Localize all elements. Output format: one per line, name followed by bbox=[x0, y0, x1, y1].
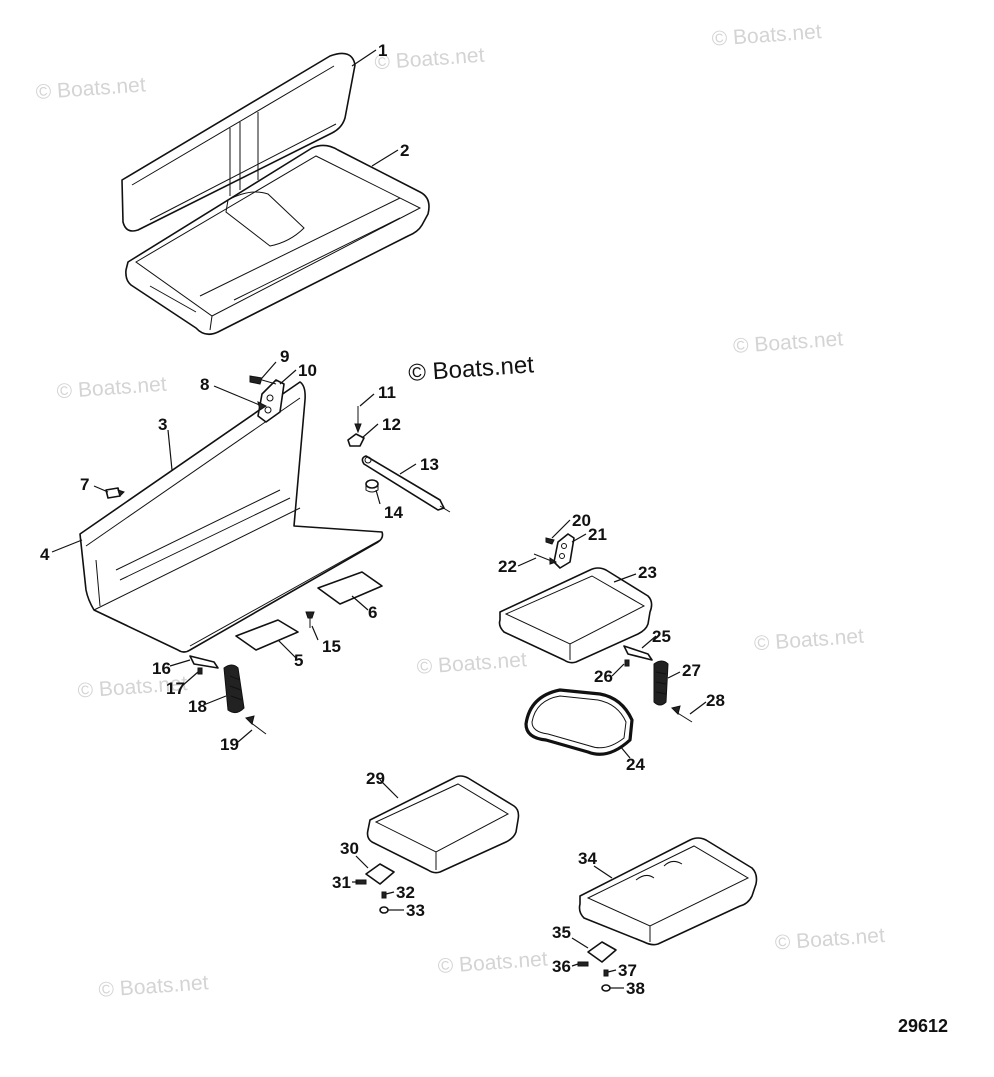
part-14-cap[interactable] bbox=[365, 479, 379, 493]
callout-38[interactable]: 38 bbox=[626, 979, 645, 998]
part-18-strap[interactable] bbox=[223, 664, 245, 714]
part-21-hinge[interactable] bbox=[553, 533, 575, 569]
callout-8[interactable]: 8 bbox=[200, 375, 209, 394]
part-5-pad[interactable] bbox=[235, 619, 299, 651]
part-37-washer[interactable] bbox=[603, 969, 609, 977]
callout-14[interactable]: 14 bbox=[384, 503, 403, 522]
part-9-screw[interactable] bbox=[249, 375, 277, 385]
callout-23[interactable]: 23 bbox=[638, 563, 657, 582]
callout-21[interactable]: 21 bbox=[588, 525, 607, 544]
callout-19[interactable]: 19 bbox=[220, 735, 239, 754]
part-19-fastener[interactable] bbox=[245, 715, 267, 735]
callout-7[interactable]: 7 bbox=[80, 475, 89, 494]
watermark: © Boats.net bbox=[711, 20, 823, 51]
callout-33[interactable]: 33 bbox=[406, 901, 425, 920]
watermark: © Boats.net bbox=[753, 625, 865, 656]
part-25-bracket[interactable] bbox=[623, 645, 653, 661]
diagram-code: 29612 bbox=[898, 1016, 948, 1036]
part-15-screw[interactable] bbox=[305, 611, 315, 628]
watermark: © Boats.net bbox=[437, 948, 549, 979]
part-11-pin[interactable] bbox=[354, 406, 362, 434]
callout-17[interactable]: 17 bbox=[166, 679, 185, 698]
callout-10[interactable]: 10 bbox=[298, 361, 317, 380]
callout-9[interactable]: 9 bbox=[280, 347, 289, 366]
callout-6[interactable]: 6 bbox=[368, 603, 377, 622]
part-6-pad[interactable] bbox=[317, 571, 383, 605]
callout-11[interactable]: 11 bbox=[378, 383, 396, 402]
part-20-screw[interactable] bbox=[545, 537, 555, 545]
part-28-fastener[interactable] bbox=[671, 705, 693, 723]
callout-35[interactable]: 35 bbox=[552, 923, 571, 942]
callout-4[interactable]: 4 bbox=[40, 545, 50, 564]
callout-20[interactable]: 20 bbox=[572, 511, 591, 530]
part-3-seat-base[interactable] bbox=[79, 381, 384, 653]
part-16-bracket[interactable] bbox=[189, 655, 219, 669]
part-29-cushion[interactable] bbox=[366, 775, 520, 874]
callout-25[interactable]: 25 bbox=[652, 627, 671, 646]
callout-2[interactable]: 2 bbox=[400, 141, 409, 160]
part-12-clip[interactable] bbox=[347, 433, 365, 447]
center-watermark: © Boats.net bbox=[407, 351, 535, 387]
watermark: © Boats.net bbox=[374, 44, 486, 75]
callout-12[interactable]: 12 bbox=[382, 415, 401, 434]
part-13-rod[interactable] bbox=[361, 455, 451, 513]
watermark: © Boats.net bbox=[774, 924, 886, 955]
callout-22[interactable]: 22 bbox=[498, 557, 517, 576]
watermark: © Boats.net bbox=[416, 648, 528, 679]
watermark: © Boats.net bbox=[35, 73, 147, 104]
callout-29[interactable]: 29 bbox=[366, 769, 385, 788]
callout-34[interactable]: 34 bbox=[578, 849, 597, 868]
watermark-layer: © Boats.net © Boats.net © Boats.net © Bo… bbox=[35, 20, 886, 1002]
part-27-strap[interactable] bbox=[653, 660, 669, 706]
part-1-seat-back[interactable] bbox=[121, 52, 356, 232]
part-17-screw[interactable] bbox=[197, 667, 203, 675]
callout-3[interactable]: 3 bbox=[158, 415, 167, 434]
callout-13[interactable]: 13 bbox=[420, 455, 439, 474]
callout-26[interactable]: 26 bbox=[594, 667, 613, 686]
callout-24[interactable]: 24 bbox=[626, 755, 645, 774]
part-38-nut[interactable] bbox=[601, 984, 611, 992]
part-10-hinge[interactable] bbox=[257, 379, 285, 423]
part-2-seat-cushion[interactable] bbox=[125, 144, 430, 336]
callout-15[interactable]: 15 bbox=[322, 637, 341, 656]
callout-30[interactable]: 30 bbox=[340, 839, 359, 858]
callout-1[interactable]: 1 bbox=[378, 41, 387, 60]
callout-27[interactable]: 27 bbox=[682, 661, 701, 680]
part-30-plate[interactable] bbox=[365, 863, 395, 885]
part-26-screw[interactable] bbox=[624, 659, 630, 667]
part-35-plate[interactable] bbox=[587, 941, 617, 963]
part-23-cushion[interactable] bbox=[498, 567, 653, 664]
part-34-cushion[interactable] bbox=[578, 837, 758, 946]
callout-32[interactable]: 32 bbox=[396, 883, 415, 902]
part-32-washer[interactable] bbox=[381, 891, 387, 899]
callout-36[interactable]: 36 bbox=[552, 957, 571, 976]
callout-16[interactable]: 16 bbox=[152, 659, 171, 678]
part-33-nut[interactable] bbox=[379, 906, 389, 914]
callout-18[interactable]: 18 bbox=[188, 697, 207, 716]
callout-37[interactable]: 37 bbox=[618, 961, 637, 980]
watermark: © Boats.net bbox=[98, 971, 210, 1002]
leader-lines bbox=[51, 49, 707, 989]
part-22-bolt[interactable] bbox=[533, 553, 558, 565]
part-8-bolt[interactable] bbox=[237, 395, 267, 411]
watermark: © Boats.net bbox=[732, 327, 844, 358]
callout-31[interactable]: 31 bbox=[332, 873, 351, 892]
part-7-screw[interactable] bbox=[105, 487, 125, 499]
part-36-screw[interactable] bbox=[577, 961, 589, 967]
callout-28[interactable]: 28 bbox=[706, 691, 725, 710]
part-24-gasket[interactable] bbox=[524, 688, 634, 756]
callout-numbers: 1 2 3 4 5 6 7 8 9 10 11 12 13 14 15 16 1… bbox=[40, 41, 725, 998]
callout-5[interactable]: 5 bbox=[294, 651, 303, 670]
part-31-screw[interactable] bbox=[355, 879, 367, 885]
watermark: © Boats.net bbox=[56, 373, 168, 404]
